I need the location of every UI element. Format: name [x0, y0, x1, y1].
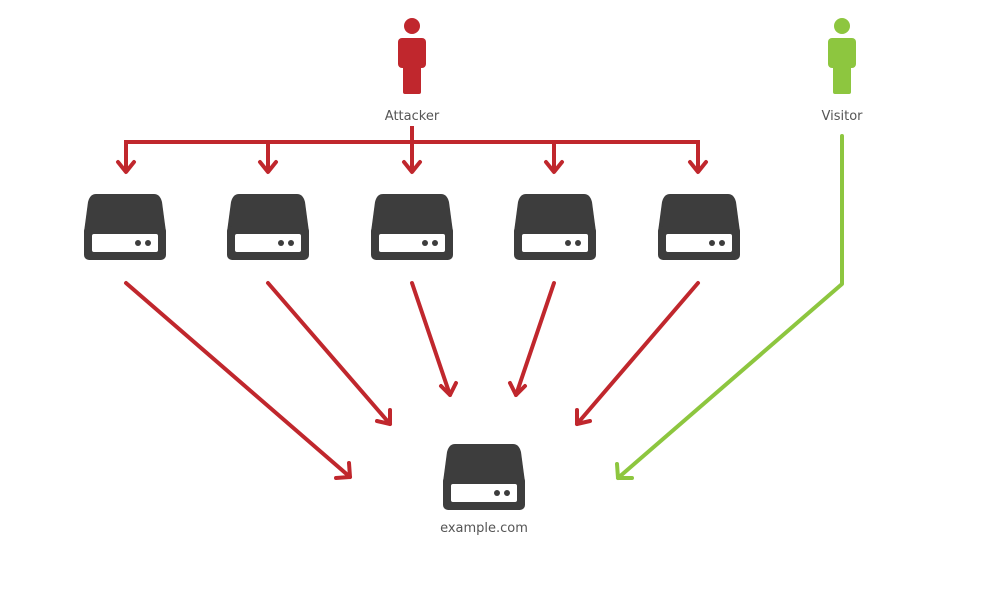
bot-server-icon-5	[658, 194, 740, 260]
bot-server-icon-3	[371, 194, 453, 260]
attacker-distribution-lines	[124, 126, 700, 172]
attacker-person-icon	[398, 18, 426, 94]
bot-server-icon-4	[514, 194, 596, 260]
attacker-label: Attacker	[385, 109, 440, 124]
visitor-person-icon	[828, 18, 856, 94]
target-label: example.com	[440, 521, 528, 536]
bot-server-icon-1	[84, 194, 166, 260]
attacker-arrowheads	[116, 160, 708, 174]
visitor-label: Visitor	[822, 109, 864, 124]
visitor-request-line	[615, 134, 844, 480]
bot-server-icon-2	[227, 194, 309, 260]
attack-arrows	[124, 281, 700, 480]
target-server-icon	[443, 444, 525, 510]
